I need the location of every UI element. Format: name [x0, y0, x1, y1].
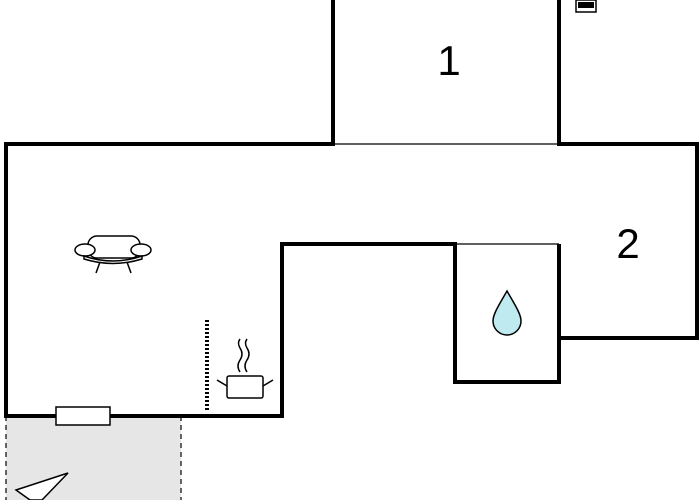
cooking-pot-icon [216, 338, 274, 399]
walls [4, 0, 699, 418]
room-1-label: 1 [437, 37, 460, 84]
interior-lines [333, 143, 559, 245]
window-icon [55, 406, 111, 426]
sofa-icon [74, 235, 152, 274]
water-drop-icon [492, 289, 522, 336]
radiator-icon [575, 0, 597, 13]
compass-arrow-icon [14, 472, 69, 500]
room-2-label: 2 [616, 220, 639, 267]
